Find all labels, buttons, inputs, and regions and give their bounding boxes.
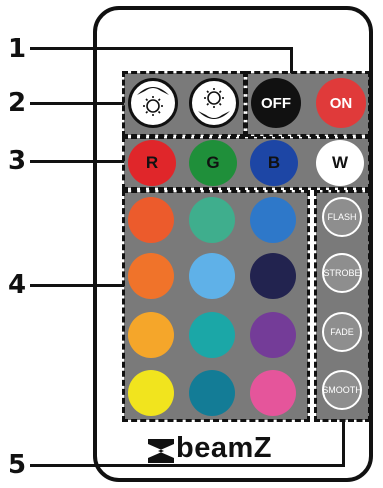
- color-button-r3-c3[interactable]: [250, 312, 296, 358]
- white-button[interactable]: W: [316, 140, 364, 186]
- color-button-r2-c3[interactable]: [250, 253, 296, 299]
- strobe-button[interactable]: STROBE: [322, 253, 362, 293]
- brightness-up-icon: [137, 87, 169, 116]
- callout-4: 4: [8, 270, 27, 300]
- brightness-down-button[interactable]: [189, 78, 239, 128]
- callout-1-leader-drop: [290, 47, 293, 73]
- callout-2: 2: [8, 88, 27, 118]
- color-button-r1-c2[interactable]: [189, 197, 235, 243]
- flash-button[interactable]: FLASH: [322, 197, 362, 237]
- callout-3: 3: [8, 146, 27, 176]
- color-button-r2-c1[interactable]: [128, 253, 174, 299]
- color-button-r3-c2[interactable]: [189, 312, 235, 358]
- on-button[interactable]: ON: [316, 78, 366, 128]
- off-button[interactable]: OFF: [251, 78, 301, 128]
- callout-5-leader: [30, 464, 345, 467]
- callout-1: 1: [8, 34, 27, 64]
- blue-button[interactable]: B: [250, 140, 298, 186]
- callout-3-leader: [30, 160, 124, 163]
- color-button-r3-c1[interactable]: [128, 312, 174, 358]
- color-button-r4-c2[interactable]: [189, 370, 235, 416]
- beamz-logo-icon: [148, 439, 174, 463]
- callout-5: 5: [8, 450, 27, 480]
- smooth-button[interactable]: SMOOTH: [322, 370, 362, 410]
- color-button-r1-c3[interactable]: [250, 197, 296, 243]
- brand-name: beamZ: [176, 432, 272, 464]
- fade-button[interactable]: FADE: [322, 312, 362, 352]
- red-button[interactable]: R: [128, 140, 176, 186]
- callout-4-leader: [30, 284, 124, 287]
- color-button-r4-c3[interactable]: [250, 370, 296, 416]
- color-button-r2-c2[interactable]: [189, 253, 235, 299]
- brightness-up-button[interactable]: [128, 78, 178, 128]
- callout-1-leader: [30, 47, 292, 50]
- brightness-down-icon: [198, 88, 230, 119]
- color-button-r1-c1[interactable]: [128, 197, 174, 243]
- color-button-r4-c1[interactable]: [128, 370, 174, 416]
- callout-5-leader-rise: [342, 418, 345, 467]
- callout-2-leader: [30, 102, 124, 105]
- green-button[interactable]: G: [189, 140, 237, 186]
